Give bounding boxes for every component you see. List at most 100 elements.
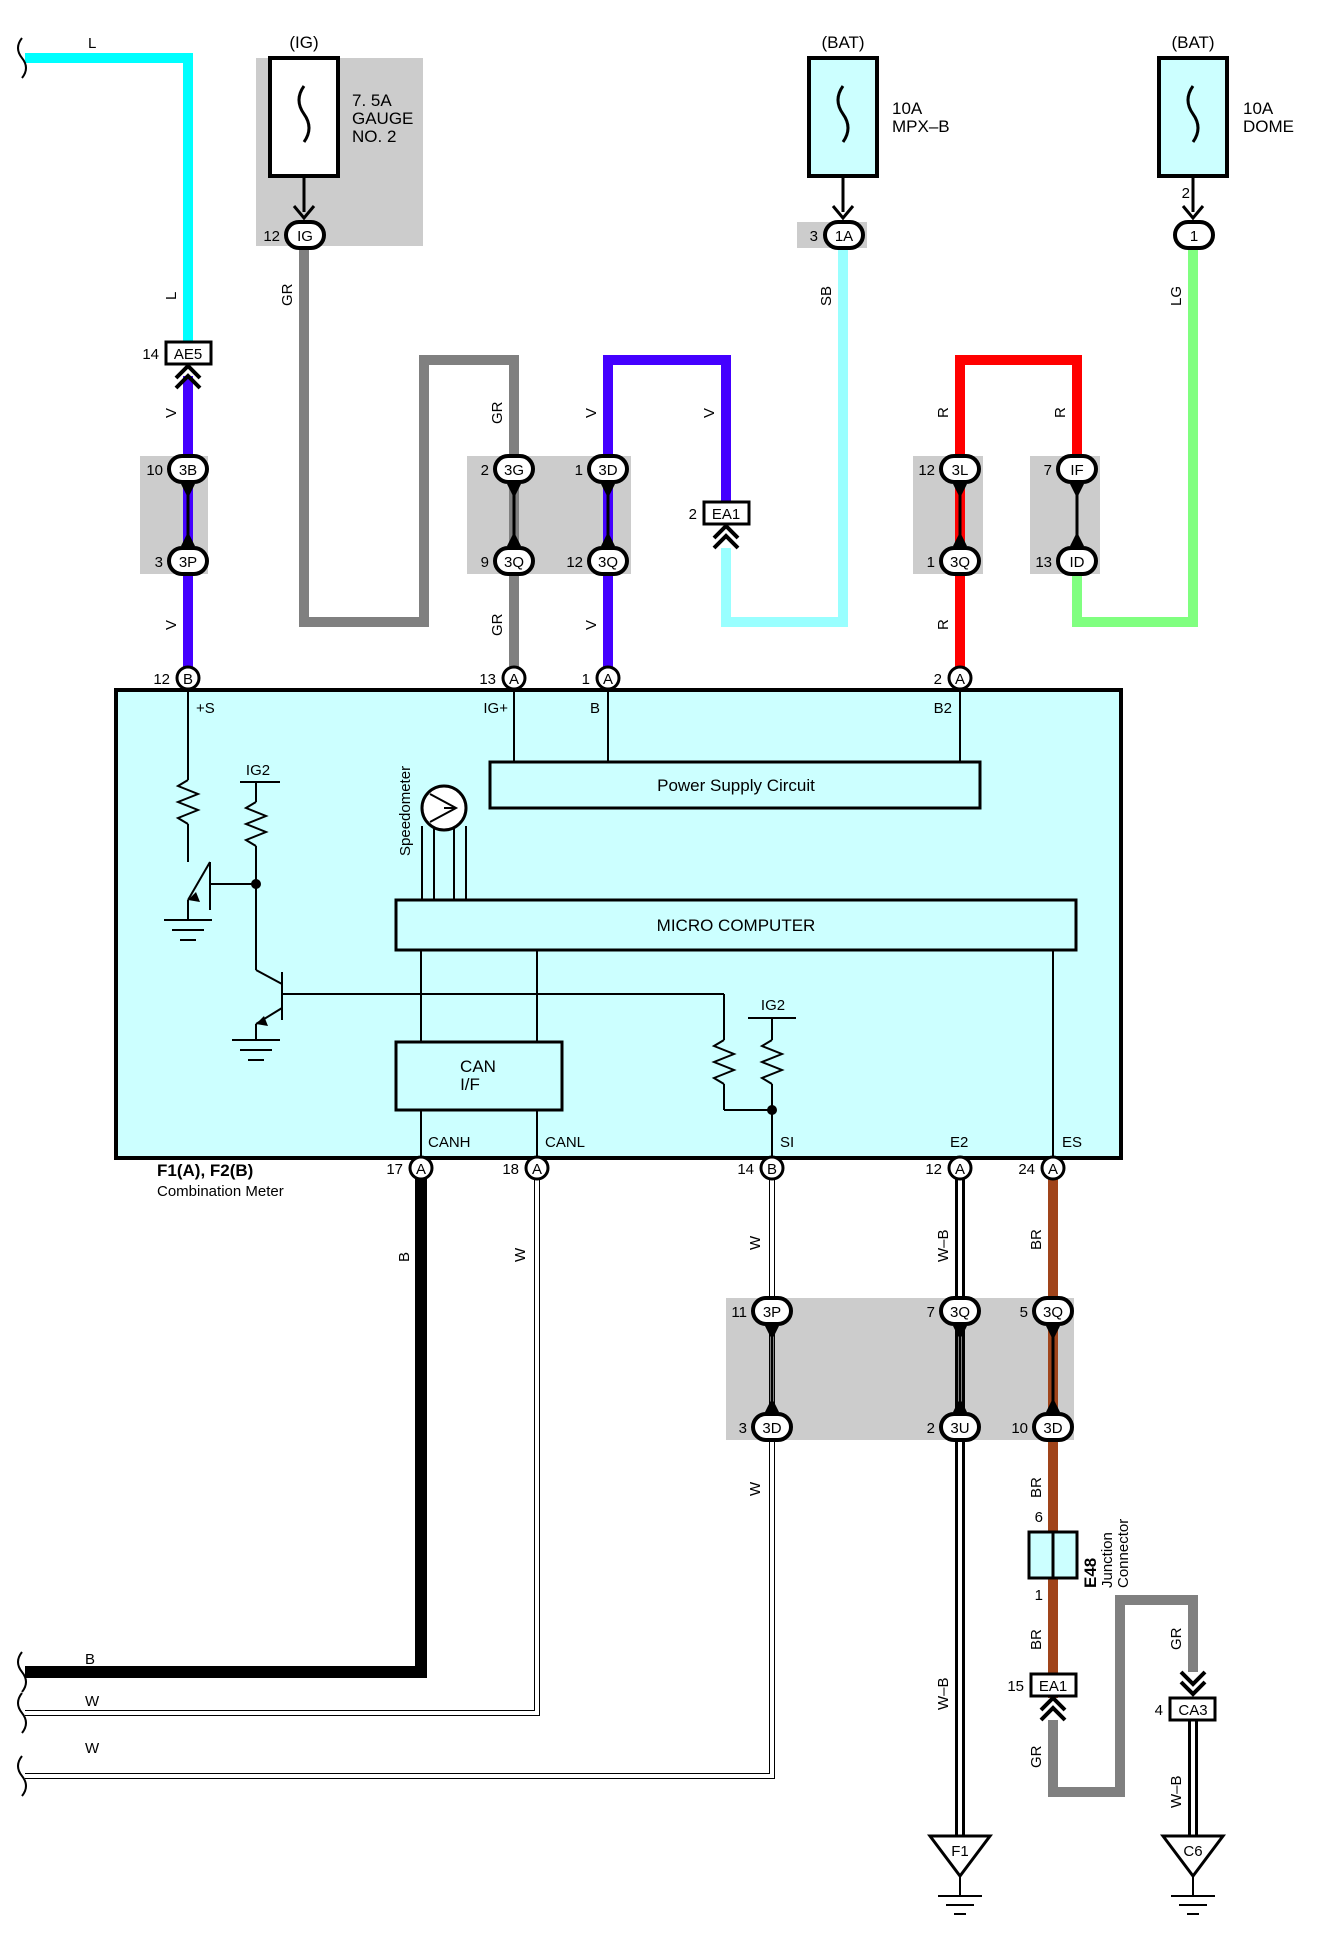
svg-text:CAN: CAN xyxy=(460,1057,496,1076)
svg-text:1: 1 xyxy=(582,671,590,688)
svg-text:R: R xyxy=(935,619,952,630)
svg-text:BR: BR xyxy=(1028,1229,1045,1250)
svg-text:IG: IG xyxy=(297,228,313,245)
meter-pin-bottom-2: CANL A 18 xyxy=(502,1134,585,1181)
connector-dome-1: 1 2 xyxy=(1173,185,1215,250)
connector-ae5: AE5 14 xyxy=(142,340,213,390)
break-mark-w1 xyxy=(17,1692,27,1734)
svg-text:2: 2 xyxy=(934,671,942,688)
meter-internal-lines xyxy=(164,690,1054,1158)
svg-text:12: 12 xyxy=(153,671,170,688)
svg-text:B2: B2 xyxy=(934,700,952,717)
meter-pin-bottom-4: E2 A 12 xyxy=(925,1134,973,1181)
wire-w-canl-inner xyxy=(25,1168,539,1715)
svg-text:3: 3 xyxy=(739,1420,747,1437)
wire-gr-bottom xyxy=(1048,1595,1198,1797)
meter-pin-top-4: A 2 B2 xyxy=(934,665,973,717)
svg-text:2: 2 xyxy=(1182,185,1190,202)
connector-id: ID 13 xyxy=(1035,546,1098,576)
meter-pin-bottom-3: SI B 14 xyxy=(737,1134,794,1181)
connector-3g: 3G 2 xyxy=(481,454,535,484)
svg-text:SI: SI xyxy=(780,1134,794,1151)
can-if-block: CAN I/F xyxy=(394,1040,564,1112)
svg-text:A: A xyxy=(416,1161,426,1178)
svg-text:17: 17 xyxy=(386,1161,403,1178)
svg-text:W: W xyxy=(512,1247,529,1262)
svg-text:SB: SB xyxy=(818,286,835,306)
svg-text:11: 11 xyxy=(731,1304,747,1321)
svg-text:24: 24 xyxy=(1018,1161,1035,1178)
fuse-mpx: 10A MPX–B xyxy=(807,56,950,221)
svg-text:B: B xyxy=(590,700,600,717)
svg-text:12: 12 xyxy=(925,1161,942,1178)
svg-text:AE5: AE5 xyxy=(174,346,202,363)
svg-text:3P: 3P xyxy=(763,1304,781,1321)
svg-text:C6: C6 xyxy=(1183,1843,1202,1860)
svg-text:W: W xyxy=(747,1481,764,1496)
svg-text:2: 2 xyxy=(481,462,489,479)
svg-text:3Q: 3Q xyxy=(950,1304,970,1321)
svg-text:9: 9 xyxy=(481,554,489,571)
svg-text:LG: LG xyxy=(1168,286,1185,306)
svg-text:BR: BR xyxy=(1028,1477,1045,1498)
svg-text:CANH: CANH xyxy=(428,1134,471,1151)
break-mark-b xyxy=(17,1651,27,1693)
connector-3q-e: 3Q 5 xyxy=(1020,1296,1074,1326)
svg-text:14: 14 xyxy=(737,1161,754,1178)
svg-text:V: V xyxy=(583,620,600,630)
svg-text:3P: 3P xyxy=(179,554,197,571)
meter-pin-top-3: A 1 B xyxy=(582,665,621,717)
svg-text:3U: 3U xyxy=(950,1420,969,1437)
ig2-left: IG2 xyxy=(246,762,270,779)
connector-ca3: CA3 4 xyxy=(1155,1670,1217,1722)
fuse-dome: 10A DOME xyxy=(1157,56,1294,221)
svg-text:4: 4 xyxy=(1155,1702,1163,1719)
source-bat-1: (BAT) xyxy=(821,33,864,52)
connector-3d-bottom-2: 3D 10 xyxy=(1011,1412,1074,1442)
svg-text:B: B xyxy=(85,1651,95,1668)
connector-ea1-top: EA1 2 xyxy=(689,500,751,550)
svg-text:3D: 3D xyxy=(1043,1420,1062,1437)
svg-text:A: A xyxy=(1048,1161,1058,1178)
svg-text:1A: 1A xyxy=(835,228,853,245)
svg-text:GAUGE: GAUGE xyxy=(352,109,413,128)
svg-text:15: 15 xyxy=(1007,1678,1024,1695)
svg-text:BR: BR xyxy=(1028,1629,1045,1650)
svg-text:F1: F1 xyxy=(951,1843,969,1860)
power-supply-block: Power Supply Circuit xyxy=(488,760,982,810)
svg-text:MPX–B: MPX–B xyxy=(892,117,950,136)
svg-text:14: 14 xyxy=(142,346,159,363)
wire-lg xyxy=(1072,243,1198,627)
svg-text:MICRO COMPUTER: MICRO COMPUTER xyxy=(657,916,816,935)
svg-text:A: A xyxy=(955,1161,965,1178)
svg-text:B: B xyxy=(396,1252,413,1262)
svg-text:GR: GR xyxy=(1028,1745,1045,1768)
ground-c6: C6 xyxy=(1160,1834,1226,1915)
ground-f1: F1 xyxy=(927,1834,993,1915)
connector-3d-bottom-1: 3D 3 xyxy=(739,1412,793,1442)
svg-text:+S: +S xyxy=(196,700,215,717)
source-ig: (IG) xyxy=(289,33,318,52)
svg-text:V: V xyxy=(701,408,718,418)
break-mark-l xyxy=(17,37,27,79)
connector-ig: IG 12 xyxy=(263,220,326,250)
svg-text:EA1: EA1 xyxy=(1039,1678,1067,1695)
svg-text:10A: 10A xyxy=(892,99,923,118)
svg-text:R: R xyxy=(1052,407,1069,418)
wire-w-canl-outer xyxy=(25,1168,540,1716)
svg-text:IF: IF xyxy=(1070,462,1083,479)
svg-text:3D: 3D xyxy=(598,462,617,479)
svg-text:V: V xyxy=(163,620,180,630)
connector-ea1-bottom: EA1 15 xyxy=(1007,1672,1078,1722)
connector-3q-c: 3Q 1 xyxy=(927,546,981,576)
svg-text:W: W xyxy=(747,1235,764,1250)
connector-3p-bottom: 3P 11 xyxy=(731,1296,793,1326)
connector-if: IF 7 xyxy=(1044,454,1098,484)
svg-text:6: 6 xyxy=(1035,1509,1043,1526)
meter-code: F1(A), F2(B) xyxy=(157,1161,253,1180)
svg-text:12: 12 xyxy=(263,228,280,245)
wire-l xyxy=(25,53,193,345)
svg-text:2: 2 xyxy=(689,506,697,523)
svg-text:L: L xyxy=(163,292,180,300)
